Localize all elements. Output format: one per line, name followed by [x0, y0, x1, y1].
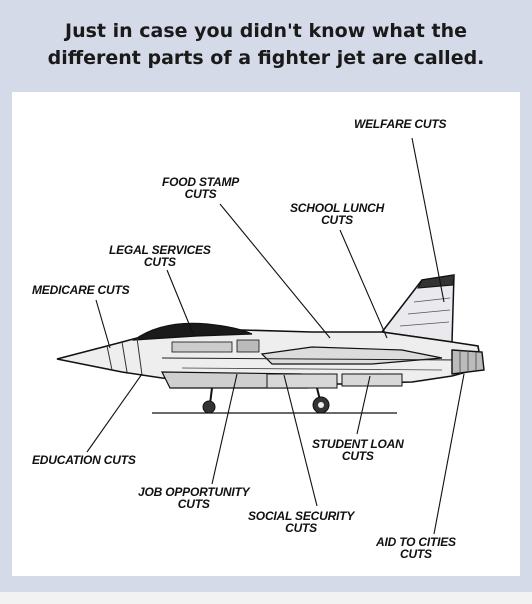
- label-legal-services-cuts: LEGAL SERVICES CUTS: [109, 243, 211, 269]
- bottom-strip: [0, 592, 532, 604]
- label-job-opportunity-cuts: JOB OPPORTUNITY CUTS: [138, 485, 250, 511]
- label-school-lunch-cuts: SCHOOL LUNCH CUTS: [290, 201, 385, 227]
- canopy: [131, 322, 253, 341]
- pointer-student-loan: [356, 375, 371, 435]
- pointer-food-stamp: [219, 203, 331, 339]
- label-aid-to-cities-cuts: AID TO CITIES CUTS: [376, 535, 456, 561]
- label-social-security-cuts: SOCIAL SECURITY CUTS: [248, 509, 355, 535]
- front-wheel: [202, 400, 216, 414]
- label-welfare-cuts: WELFARE CUTS: [354, 117, 447, 131]
- pointer-welfare: [411, 137, 445, 303]
- pointer-social-security: [283, 374, 318, 507]
- pointer-legal-services: [166, 269, 195, 337]
- caption-line-1: Just in case you didn't know what the: [65, 20, 467, 42]
- pointer-job-opportunity: [211, 373, 238, 485]
- fighter-jet-drawing: [56, 137, 485, 535]
- pointer-aid-to-cities: [433, 373, 465, 535]
- label-food-stamp-cuts: FOOD STAMP CUTS: [162, 175, 240, 201]
- caption: Just in case you didn't know what the di…: [0, 18, 532, 72]
- diagram-panel: WELFARE CUTS FOOD STAMP CUTS SCHOOL LUNC…: [12, 92, 520, 576]
- label-education-cuts: EDUCATION CUTS: [32, 453, 136, 467]
- pointer-medicare: [95, 299, 111, 349]
- label-student-loan-cuts: STUDENT LOAN CUTS: [312, 437, 404, 463]
- pointer-education: [86, 373, 143, 453]
- caption-line-2: different parts of a fighter jet are cal…: [47, 47, 485, 69]
- pointer-school-lunch: [339, 229, 388, 339]
- label-medicare-cuts: MEDICARE CUTS: [32, 283, 130, 297]
